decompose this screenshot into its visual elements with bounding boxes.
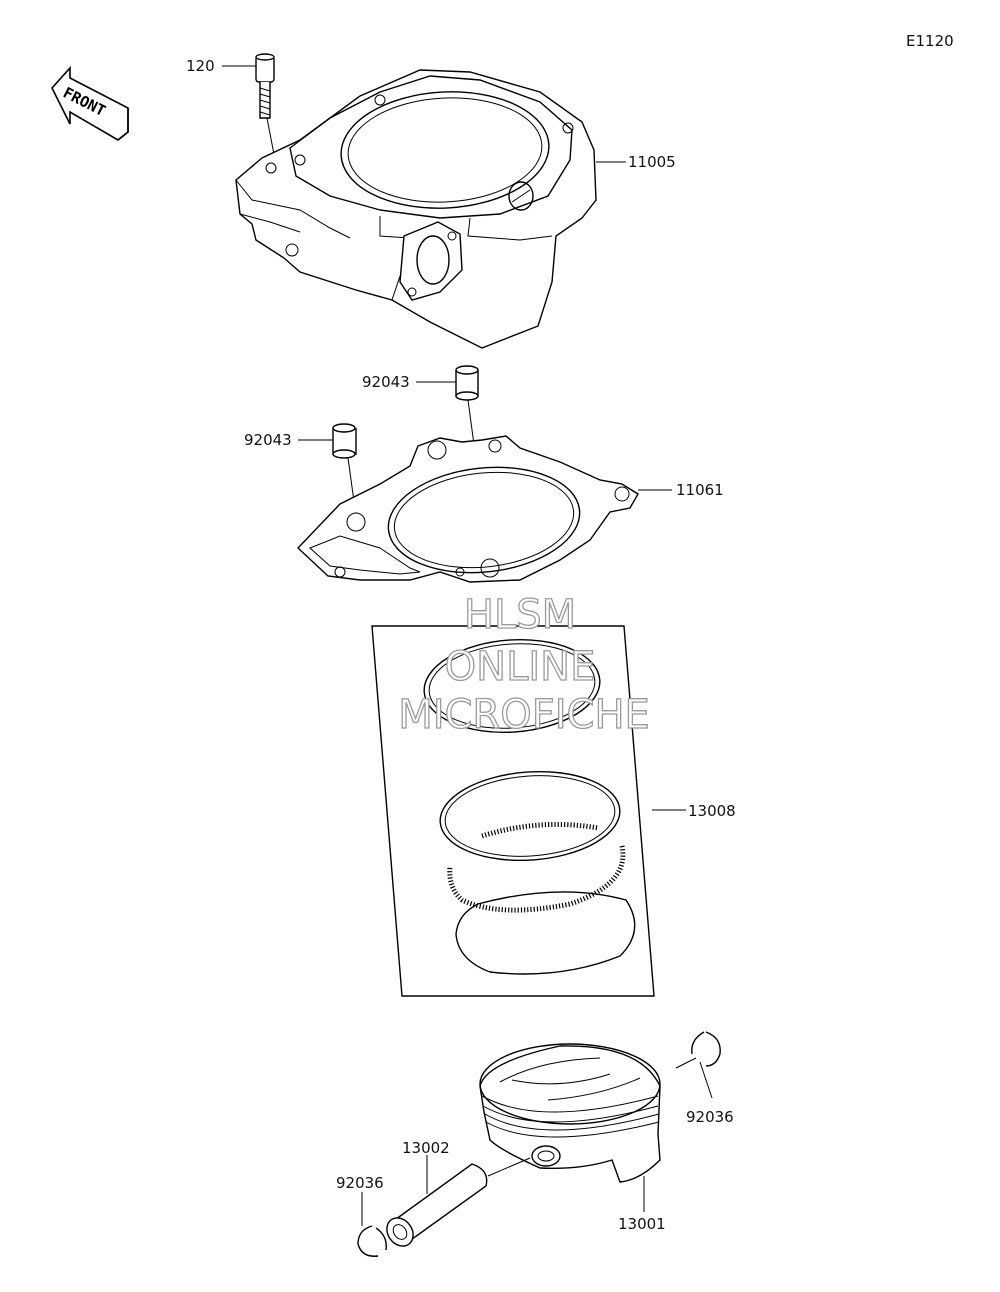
piston xyxy=(479,1043,661,1183)
watermark-line-3: MICROFICHE xyxy=(398,692,650,738)
callout-11005: 11005 xyxy=(628,153,676,171)
cylinder-intake-port xyxy=(399,221,463,301)
piston-pin xyxy=(386,1157,531,1247)
piston-ring-top xyxy=(423,639,601,733)
piston-ring-oil-rail xyxy=(455,891,636,975)
callout-13001: 13001 xyxy=(618,1215,666,1233)
watermark-line-1: HLSM xyxy=(464,592,576,638)
cylinder-side-plug xyxy=(508,181,534,211)
cylinder-block xyxy=(235,69,597,349)
cylinder-base-gasket xyxy=(297,435,639,583)
callout-120: 120 xyxy=(186,57,215,75)
dowel-pin-lower xyxy=(332,423,357,517)
piston-ring-oil-expander xyxy=(447,821,626,913)
callout-92043-lower: 92043 xyxy=(244,431,292,449)
diagram-code: E1120 xyxy=(906,32,954,50)
front-arrow-icon: FRONT xyxy=(51,65,129,141)
callout-11061: 11061 xyxy=(676,481,724,499)
piston-ring-set xyxy=(371,625,655,997)
piston-pin-circlip-left xyxy=(357,1225,387,1257)
dowel-pin-upper xyxy=(455,365,491,565)
callout-13002: 13002 xyxy=(402,1139,450,1157)
piston-pin-circlip-right xyxy=(691,1031,721,1067)
callout-92043-upper: 92043 xyxy=(362,373,410,391)
callout-13008: 13008 xyxy=(688,802,736,820)
watermark-line-2: ONLINE xyxy=(445,644,596,690)
callout-92036-left: 92036 xyxy=(336,1174,384,1192)
piston-ring-second xyxy=(439,770,621,862)
watermark: HLSM ONLINE MICROFICHE xyxy=(398,591,651,738)
callout-92036-right: 92036 xyxy=(686,1108,734,1126)
